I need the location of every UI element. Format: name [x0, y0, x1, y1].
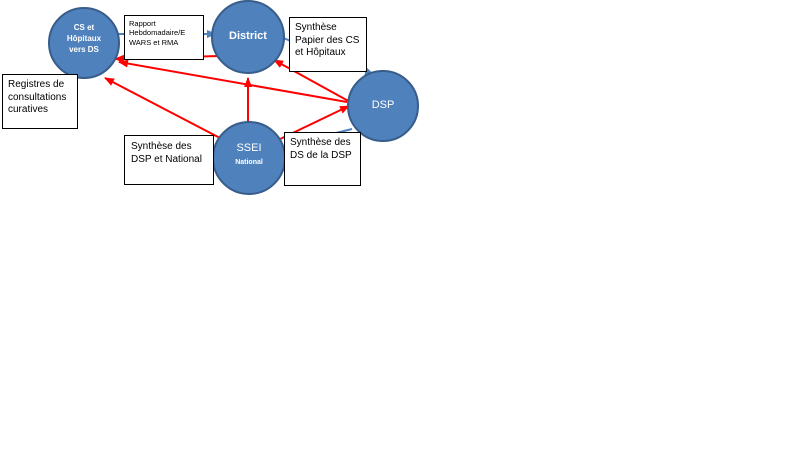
box-registres-text: Registres de consultations curatives	[8, 79, 67, 115]
node-district-label: District	[229, 30, 267, 42]
node-cs-hopitaux	[48, 7, 120, 79]
box-synthese-papier-text: Synthèse Papier des CS et Hôpitaux	[295, 22, 360, 58]
node-district	[211, 0, 285, 74]
node-dsp-label: DSP	[371, 99, 395, 111]
node-ssei-sublabel: National	[235, 159, 263, 166]
node-cs-label: CS et Hôpitaux vers DS	[66, 23, 102, 54]
box-synthese-dsp-national-text: Synthèse des DSP et National	[131, 141, 202, 165]
node-ssei-label: SSEI	[236, 142, 262, 154]
arrow-dsp-to-district	[273, 59, 353, 104]
box-registres: Registres de consultations curatives	[2, 74, 78, 129]
arrow-dsp-to-cs	[118, 59, 348, 103]
box-synthese-ds-text: Synthèse des DS de la DSP	[290, 137, 352, 161]
box-synthese-ds: Synthèse des DS de la DSP	[284, 132, 361, 186]
box-rapport-hebdomadaire: Rapport Hebdomadaire/E WARS et RMA	[124, 15, 204, 60]
arrow-ssei-to-cs	[104, 77, 221, 139]
box-rapport-text: Rapport Hebdomadaire/E WARS et RMA	[129, 19, 186, 47]
box-synthese-papier: Synthèse Papier des CS et Hôpitaux	[289, 17, 367, 72]
node-dsp	[347, 70, 419, 142]
box-synthese-dsp-national: Synthèse des DSP et National	[124, 135, 214, 185]
